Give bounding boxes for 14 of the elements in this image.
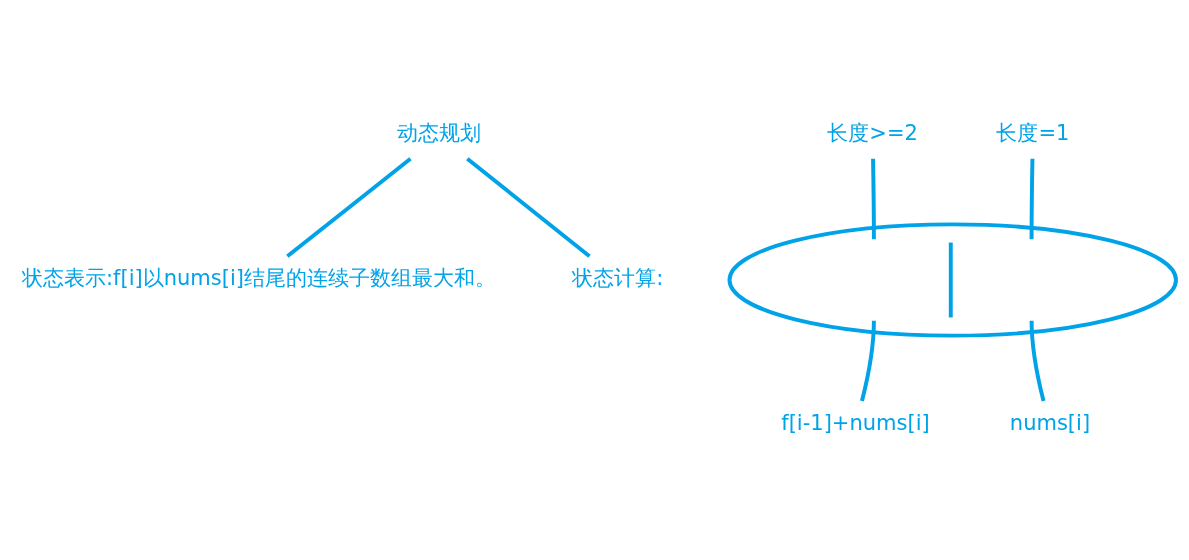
connector: [466, 157, 591, 258]
node-ellipse: [727, 222, 1178, 338]
connector: [860, 320, 876, 402]
node-text: 长度>=2: [827, 119, 918, 145]
node-text: 状态计算:: [572, 264, 664, 290]
connector: [1029, 158, 1035, 240]
node-text: 动态规划: [396, 119, 481, 145]
connector: [1029, 320, 1046, 402]
node-text: 长度=1: [996, 119, 1070, 145]
connector: [871, 158, 876, 240]
node-text: nums[i]: [1009, 410, 1091, 436]
node-text: f[i-1]+nums[i]: [781, 410, 930, 436]
node-text: 状态表示:f[i]以nums[i]结尾的连续子数组最大和。: [21, 264, 496, 290]
connector: [286, 157, 412, 258]
